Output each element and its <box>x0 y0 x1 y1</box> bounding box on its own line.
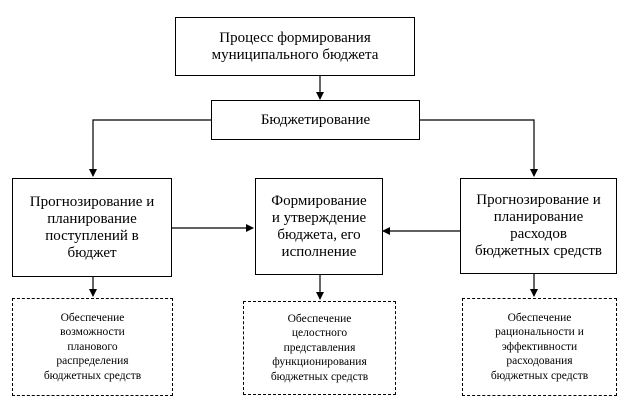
budgeting-box: Бюджетирование <box>211 100 420 140</box>
expense-forecasting-box: Прогнозирование и планирование расходов … <box>460 178 617 274</box>
expense-goal-box: Обеспечение рациональности и эффективнос… <box>462 298 617 396</box>
root-process-box: Процесс формирования муниципального бюдж… <box>175 17 415 76</box>
budget-formation-box: Формирование и утверждение бюджета, его … <box>255 178 383 275</box>
arrow-budgeting-to-left <box>89 119 211 177</box>
revenue-forecasting-box: Прогнозирование и планирование поступлен… <box>12 178 172 277</box>
arrow-budgeting-to-right <box>420 119 538 177</box>
revenue-goal-box: Обеспечение возможности планового распре… <box>12 298 173 396</box>
formation-goal-box: Обеспечение целостного представления фун… <box>243 301 396 395</box>
